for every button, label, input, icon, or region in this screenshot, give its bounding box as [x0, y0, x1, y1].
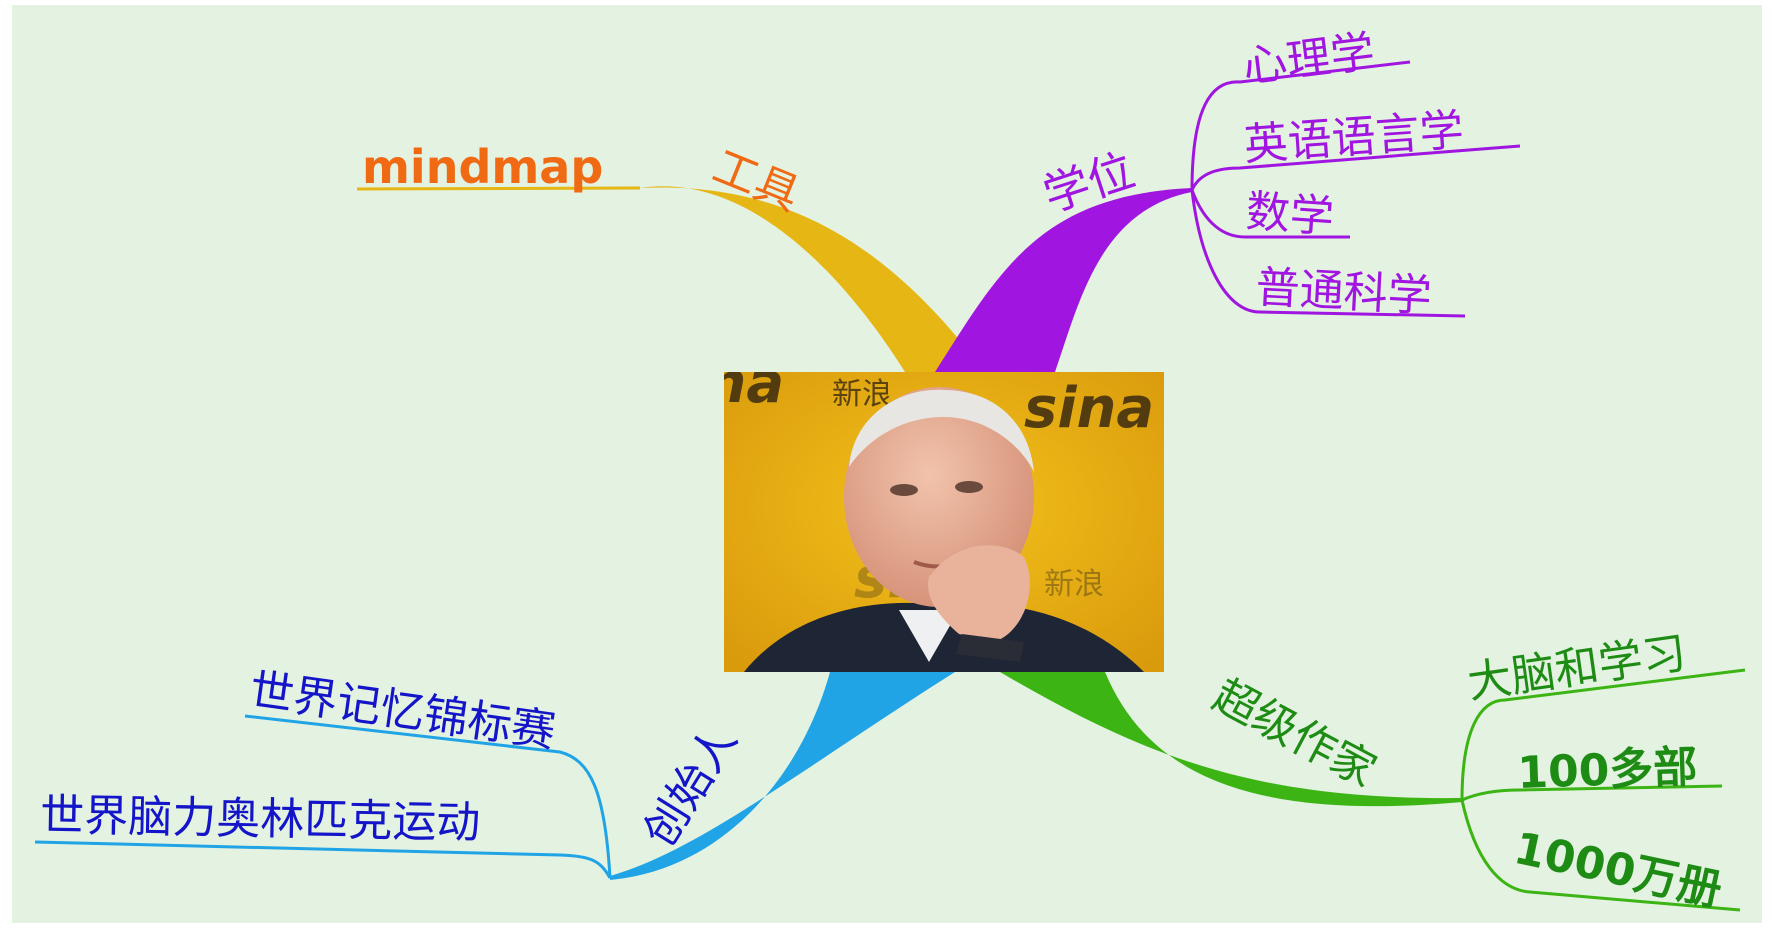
- photo-eye-right: [955, 481, 983, 493]
- node-psychology[interactable]: 心理学: [1240, 26, 1377, 93]
- photo-suit: [744, 602, 1144, 672]
- connector-brain-learning: [1460, 668, 1746, 801]
- node-memory-championship[interactable]: 世界记忆锦标赛: [246, 664, 558, 757]
- central-photo[interactable]: sina 新浪 sina sina 新浪: [724, 372, 1164, 672]
- node-mindmap-underline: [356, 186, 641, 191]
- photo-watermark-bottom-cn: 新浪: [1044, 567, 1104, 602]
- photo-hand: [928, 545, 1030, 642]
- node-100-books[interactable]: 100多部: [1517, 742, 1699, 799]
- founder-connectors: [34, 714, 612, 879]
- central-photo-svg: sina 新浪 sina sina 新浪: [724, 372, 1164, 672]
- node-brain-olympics[interactable]: 世界脑力奥林匹克运动: [40, 790, 481, 849]
- branch-founder-shape: [610, 672, 955, 880]
- node-mindmap[interactable]: mindmap: [362, 140, 603, 194]
- photo-eye-left: [890, 484, 918, 496]
- node-10m-copies[interactable]: 1000万册: [1510, 823, 1726, 917]
- connector-memory-championship: [244, 714, 612, 879]
- degree-connectors: [1190, 60, 1521, 318]
- connector-psychology: [1190, 60, 1411, 191]
- connector-10m-copies: [1460, 799, 1741, 912]
- node-english-linguistics[interactable]: 英语语言学: [1242, 105, 1465, 171]
- photo-cuff: [956, 634, 1024, 662]
- connector-100-books: [1461, 784, 1723, 802]
- branch-founder-label[interactable]: 创始人: [634, 717, 747, 856]
- author-connectors: [1460, 668, 1746, 912]
- node-general-science[interactable]: 普通科学: [1254, 262, 1432, 322]
- node-brain-and-learning[interactable]: 大脑和学习: [1464, 628, 1689, 709]
- photo-watermark-left-cn: 新浪: [832, 377, 892, 412]
- branch-author-shape: [1000, 672, 1462, 807]
- branch-tools-shape: [640, 186, 985, 372]
- connector-brain-olympics: [34, 840, 612, 879]
- connector-math: [1190, 189, 1350, 239]
- photo-hair: [849, 389, 1034, 472]
- photo-watermark-right: sina: [1024, 376, 1154, 441]
- connector-science: [1190, 189, 1466, 318]
- node-mathematics[interactable]: 数学: [1244, 186, 1335, 243]
- branch-degree-shape: [935, 188, 1192, 372]
- connector-linguistics: [1190, 144, 1521, 191]
- photo-watermark-left: sina: [724, 372, 784, 416]
- photo-collar: [899, 610, 959, 662]
